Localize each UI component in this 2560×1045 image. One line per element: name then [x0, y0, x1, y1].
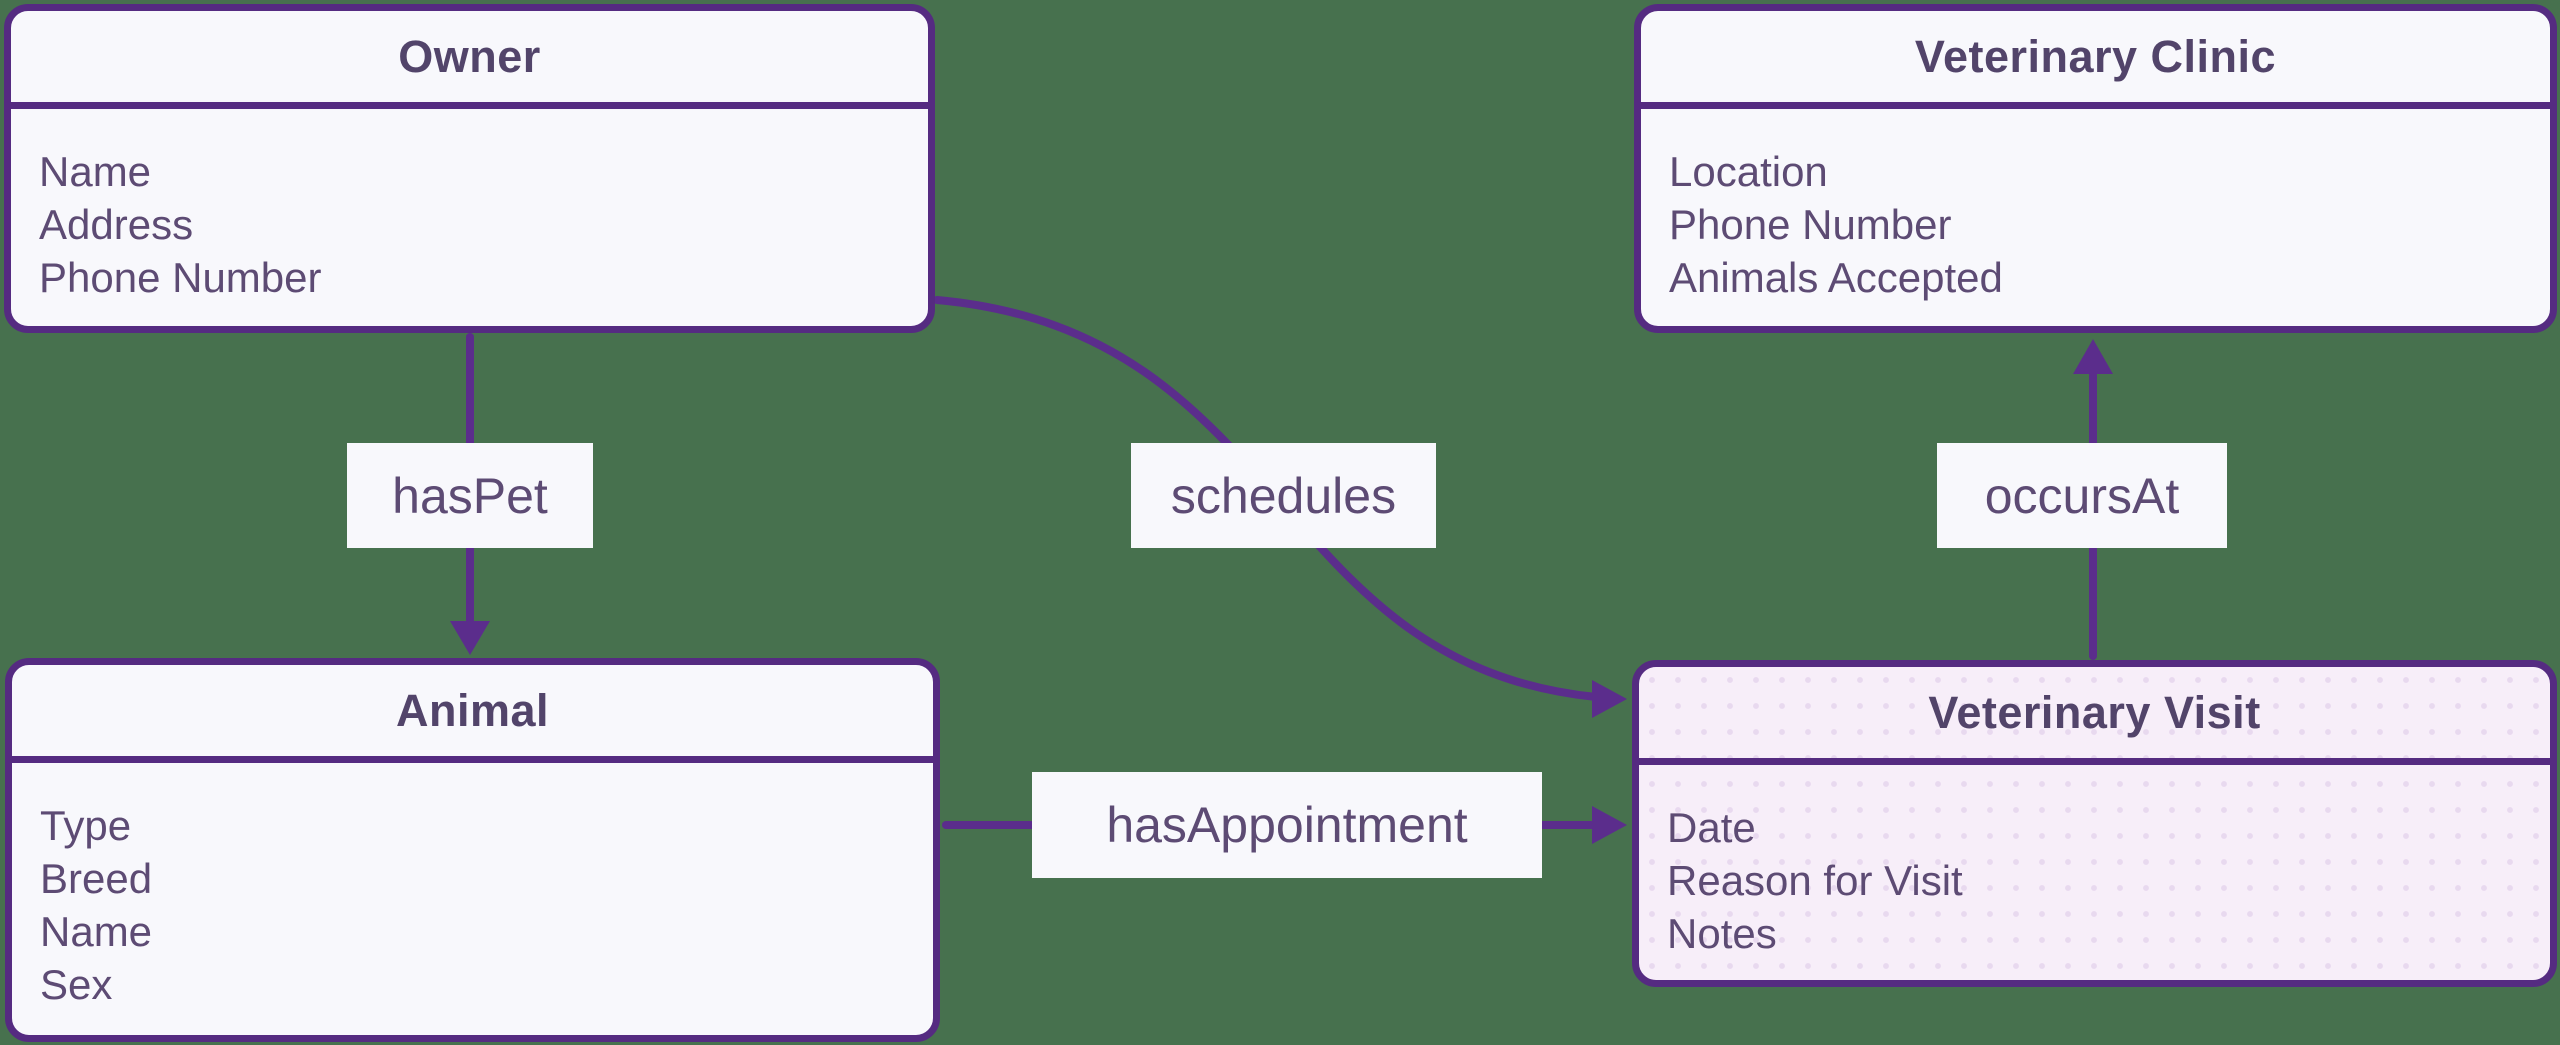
entity-owner[interactable]: Owner Name Address Phone Number — [4, 4, 935, 333]
entity-veterinary-clinic[interactable]: Veterinary Clinic Location Phone Number … — [1634, 4, 2557, 333]
entity-veterinary-visit[interactable]: Veterinary Visit Date Reason for Visit N… — [1632, 660, 2557, 987]
attribute: Animals Accepted — [1669, 254, 2003, 301]
entity-animal-attributes: Type Breed Name Sex — [12, 763, 933, 1011]
entity-veterinary-visit-attributes: Date Reason for Visit Notes — [1639, 765, 2550, 960]
attribute: Type — [40, 802, 132, 849]
entity-animal-title: Animal — [12, 665, 933, 763]
entity-veterinary-clinic-title: Veterinary Clinic — [1641, 11, 2550, 109]
entity-owner-title: Owner — [11, 11, 928, 109]
edge-label-hasappointment[interactable]: hasAppointment — [1032, 772, 1542, 878]
attribute: Name — [40, 908, 153, 955]
attribute: Reason for Visit — [1667, 857, 1963, 904]
entity-animal[interactable]: Animal Type Breed Name Sex — [5, 658, 940, 1042]
edge-label-schedules[interactable]: schedules — [1131, 443, 1436, 548]
attribute: Notes — [1667, 910, 1777, 957]
attribute: Phone Number — [1669, 201, 1952, 248]
attribute: Phone Number — [39, 254, 322, 301]
edge-label-haspet[interactable]: hasPet — [347, 443, 593, 548]
entity-veterinary-clinic-attributes: Location Phone Number Animals Accepted — [1641, 109, 2550, 304]
attribute: Location — [1669, 148, 1828, 195]
attribute: Breed — [40, 855, 153, 902]
attribute: Name — [39, 148, 152, 195]
attribute: Sex — [40, 961, 113, 1008]
attribute: Address — [39, 201, 194, 248]
entity-owner-attributes: Name Address Phone Number — [11, 109, 928, 304]
entity-veterinary-visit-title: Veterinary Visit — [1639, 667, 2550, 765]
edge-label-occursat[interactable]: occursAt — [1937, 443, 2227, 548]
attribute: Date — [1667, 804, 1756, 851]
